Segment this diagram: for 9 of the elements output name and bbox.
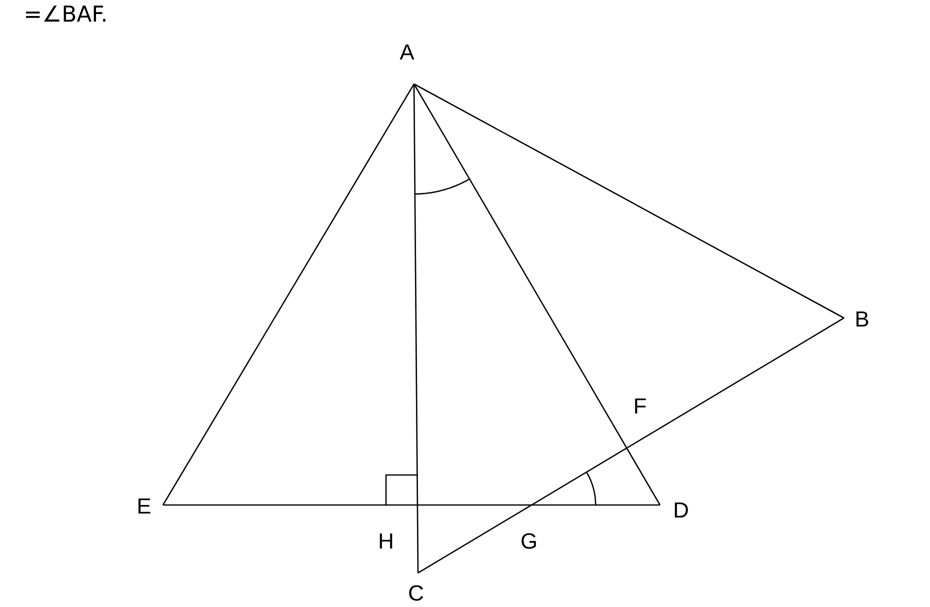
vertex-label: E [138, 498, 150, 514]
vertex-label: C [409, 585, 424, 601]
vertex-label: H [380, 533, 392, 549]
vertex-label: D [674, 502, 688, 518]
heading-text: =∠BAF. [26, 6, 106, 22]
vertex-label: G [522, 533, 536, 549]
vertex-label: B [856, 311, 868, 327]
vertex-label: A [400, 44, 414, 60]
vertex-label: F [635, 398, 646, 414]
